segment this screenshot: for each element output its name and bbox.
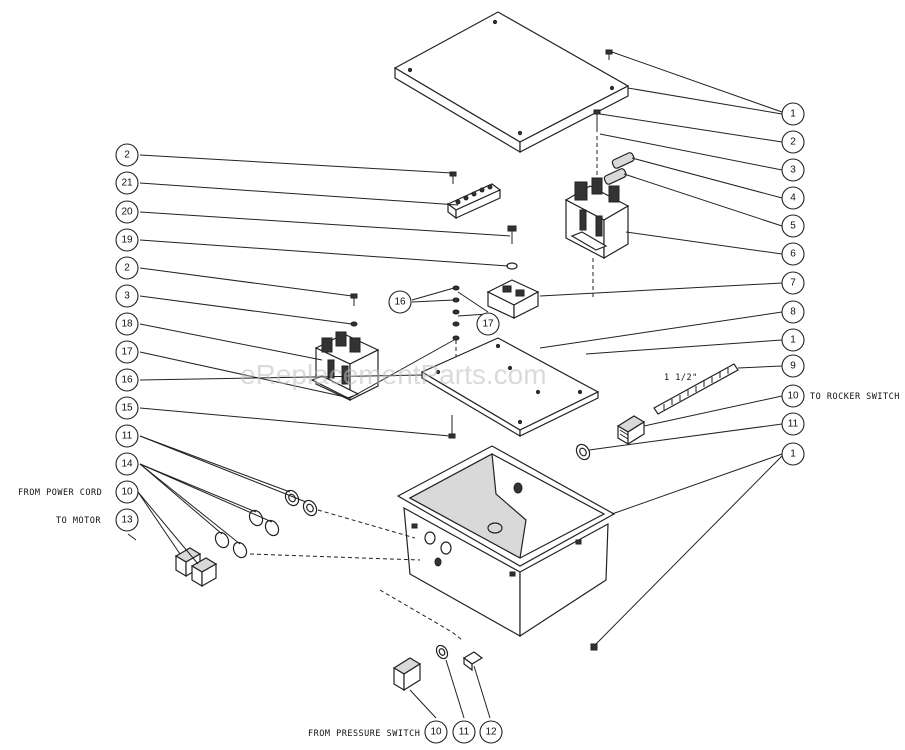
callout-balloons-right: 1 2 3 4 5 6 7 8 1 9 10 11 1 [781, 102, 805, 466]
callout-balloons-left: 2 21 20 19 2 3 18 17 16 15 11 14 10 13 [115, 143, 139, 532]
callout-10: 10 [787, 391, 799, 402]
callout-2: 2 [790, 137, 796, 148]
relay-block [486, 279, 540, 319]
callout-17-left: 17 [121, 347, 133, 358]
mounting-plate [420, 337, 600, 438]
left-sealing-washers [214, 509, 280, 559]
callout-19: 19 [121, 235, 133, 246]
motor-wire [17, 535, 153, 729]
terminal-strip-screw [449, 171, 457, 184]
leader-lines [127, 51, 783, 719]
plug-cap [462, 651, 484, 672]
route-line-upper [317, 509, 416, 539]
callout-18: 18 [121, 319, 133, 330]
ground-washer [506, 262, 518, 270]
locknut-right [575, 443, 591, 461]
enclosure-box [396, 445, 616, 638]
ground-screw [507, 225, 517, 244]
route-line-bottom [379, 589, 463, 641]
route-line-lower [249, 553, 421, 561]
callout-11-bottom: 11 [459, 727, 470, 738]
callout-14: 14 [121, 459, 133, 470]
enclosure-cover [393, 11, 630, 154]
contactor-18 [310, 331, 380, 401]
callout-10-bottom: 10 [430, 727, 442, 738]
callout-4: 4 [790, 193, 796, 204]
note-from-power-cord: FROM POWER CORD [18, 488, 102, 498]
standoff-hardware-stack [452, 285, 460, 360]
callout-7: 7 [790, 278, 796, 289]
callout-10-left: 10 [121, 487, 133, 498]
callout-21: 21 [121, 178, 133, 189]
callout-16-center: 16 [394, 297, 406, 308]
threaded-nipple [653, 363, 739, 415]
callout-6: 6 [790, 249, 796, 260]
callout-3-left: 3 [124, 291, 130, 302]
note-to-motor: TO MOTOR [56, 516, 101, 526]
callout-11: 11 [788, 419, 799, 430]
switch-screws [593, 109, 601, 175]
callout-17-center: 17 [482, 319, 494, 330]
bottom-locknut [435, 644, 449, 660]
callout-balloons-center: 16 17 [388, 290, 500, 336]
cover-screw [605, 49, 613, 60]
watermark: eReplacementParts.com [240, 359, 547, 390]
callout-9: 9 [790, 361, 796, 372]
callout-2-left-b: 2 [124, 263, 130, 274]
note-to-rocker-switch: TO ROCKER SWITCH [810, 392, 900, 402]
fuse-cartridges [603, 152, 635, 185]
plate-screw [448, 415, 456, 439]
callout-15: 15 [121, 403, 133, 414]
callout-8: 8 [790, 307, 796, 318]
note-from-pressure-switch: FROM PRESSURE SWITCH [308, 729, 420, 739]
callout-5: 5 [790, 221, 796, 232]
left-strain-reliefs [174, 547, 218, 588]
callout-11-left: 11 [122, 431, 133, 442]
callout-1: 1 [790, 109, 796, 120]
dimension-note: 1 1/2" [664, 373, 698, 383]
callout-20: 20 [121, 207, 133, 218]
strain-relief-right [616, 415, 646, 446]
callout-1b: 1 [790, 335, 796, 346]
callout-13: 13 [121, 515, 133, 526]
motor-wire-inner [17, 535, 154, 729]
bottom-screw [590, 643, 598, 651]
contactor-switch-assembly [564, 177, 630, 300]
callout-1c: 1 [790, 449, 796, 460]
callout-3: 3 [790, 165, 796, 176]
callout-balloons-bottom: 10 11 12 [424, 720, 503, 744]
callout-12: 12 [485, 727, 497, 738]
contactor-screw [350, 293, 358, 327]
callout-2-left: 2 [124, 150, 130, 161]
terminal-strip [446, 183, 502, 220]
left-locknuts [284, 489, 318, 517]
bottom-strain-relief [392, 657, 422, 692]
callout-16-left: 16 [121, 375, 133, 386]
